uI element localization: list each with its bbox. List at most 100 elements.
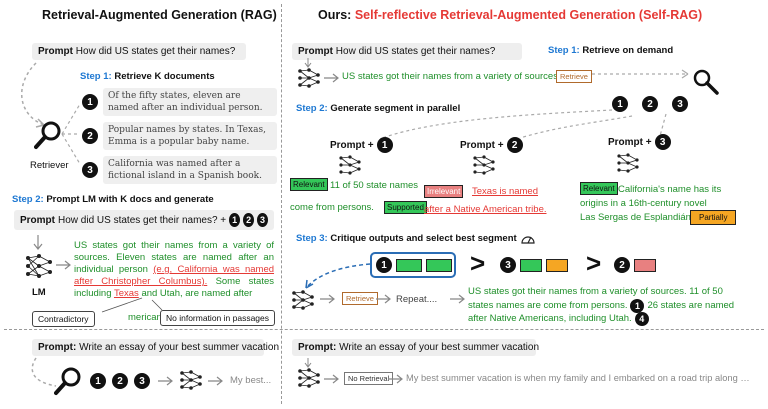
doc-1: Of the fifty states, eleven are named af… [103, 88, 277, 116]
doc-row-1: 1 Of the fifty states, eleven are named … [82, 88, 278, 116]
doc-2: Popular names by states. In Texas, Emma … [103, 122, 277, 150]
sr-magnifier-icon [693, 69, 719, 95]
br-prompt-text: Write an essay of your best summer vacat… [339, 342, 540, 353]
prompt-text: How did US states get their names? [75, 46, 236, 57]
sr-step3-label: Step 3: [296, 233, 328, 244]
doc-row-2: 2 Popular names by states. In Texas, Emm… [82, 122, 278, 150]
lm-network-icon [26, 254, 52, 278]
selfrag-prompt-box: Prompt How did US states get their names… [292, 43, 522, 60]
br-no-retrieval-tag: No Retrieval [344, 372, 394, 385]
sr-col3-head: Prompt + 3 [608, 134, 671, 150]
rank-num-2: 2 [614, 257, 630, 273]
sr-col3-prompt: Prompt + [608, 136, 652, 148]
bl-right-arrow-2 [208, 376, 223, 386]
prompt2-text: How did US states get their names? + [58, 214, 227, 226]
sr-retrieve-arrow [592, 69, 689, 79]
bl-network-icon [180, 370, 202, 390]
retriever-label: Retriever [30, 160, 69, 171]
sr-num-3: 3 [672, 96, 688, 112]
sr-right-arrow-4 [450, 294, 465, 304]
doc-3: California was named after a fictional i… [103, 156, 277, 184]
rank3-green [520, 258, 542, 272]
no-info-tag: No information in passages [160, 310, 276, 326]
sr-col1-network-icon [339, 155, 361, 175]
sr-step3-text: Critique outputs and select best segment [330, 233, 517, 244]
rag-step2: Step 2: Prompt LM with K docs and genera… [12, 194, 214, 205]
bl-num-3: 3 [134, 373, 150, 389]
sr-step2-text: Generate segment in parallel [330, 103, 461, 114]
sr-network-icon-1 [298, 68, 320, 88]
rank-num-3: 3 [500, 257, 516, 273]
br-right-arrow-2 [388, 374, 403, 384]
rag-output-text2: Some states including [74, 276, 275, 299]
ranking-row-2: 3 [500, 257, 568, 273]
sr-final-num-2: 4 [634, 312, 649, 326]
critique-pointers [101, 297, 163, 313]
prompt2-num-1: 1 [229, 213, 241, 227]
bl-num-2: 2 [112, 373, 128, 389]
sr-down-arrow-1 [304, 58, 312, 68]
sr-seg3-text1: California's name has its [618, 184, 722, 195]
down-arrow-icon [33, 235, 43, 250]
sr-seg3-text2: origins in a 16th-century novel [580, 198, 707, 209]
rank3-orange [546, 258, 568, 272]
sr-final4: after Native Americans, including Utah. [468, 313, 632, 324]
sr-seg1-supported-tag: Supported [384, 201, 427, 214]
bl-prompt-text: Write an essay of your best summer vacat… [79, 342, 280, 353]
sr-seg2-text1: Texas is named [472, 186, 539, 197]
gt-sign-1: > [470, 248, 486, 278]
contradictory-tag: Contradictory [32, 311, 95, 327]
bl-prompt-label: Prompt: [38, 342, 77, 353]
prompt2-label: Prompt [20, 214, 55, 226]
bl-magnifier-icon [54, 367, 81, 395]
right-arrow-icon [56, 260, 71, 270]
sr-col2-num: 2 [506, 137, 523, 153]
sr-final2: states names are come from persons. [468, 300, 628, 311]
prompt-label: Prompt [38, 46, 73, 57]
selfrag-title: Ours: Self-reflective Retrieval-Augmente… [318, 8, 702, 22]
step2-label: Step 2: [12, 194, 44, 205]
sr-seg3-relevant-tag: Relevant [580, 182, 618, 195]
selfrag-title-prefix: Ours: [318, 8, 352, 22]
sr-col1-head: Prompt + 1 [330, 137, 393, 153]
selfrag-prompt-text: How did US states get their names? [335, 46, 496, 57]
magnifier-icon [34, 121, 61, 149]
sr-final1: US states got their names from a variety… [468, 286, 723, 297]
sr-network-icon-2 [292, 290, 314, 310]
sr-col2-head: Prompt + 2 [460, 137, 523, 153]
sr-seg3-text3: Las Sergas de Esplandián. [580, 212, 694, 223]
step1-text: Retrieve K documents [114, 71, 215, 82]
sr-seg2-irrelevant-tag: Irrelevant [424, 185, 464, 198]
sr-final-row2: states names are come from persons. 1 26… [468, 299, 734, 313]
sr-seg1-text1: 11 of 50 state names [330, 180, 419, 191]
selfrag-title-short: Self-RAG [643, 8, 698, 22]
rag-output: US states got their names from a variety… [74, 240, 274, 300]
sr-final-num-1: 1 [630, 299, 645, 313]
br-right-arrow-1 [324, 374, 339, 384]
br-prompt-label: Prompt: [298, 342, 337, 353]
best-segment-box [370, 252, 456, 278]
rank1-green-b [426, 258, 452, 272]
bl-dashed-arrow [31, 357, 57, 387]
retriever-to-docs-arrows [61, 103, 81, 165]
sr-col2-network-icon [473, 155, 495, 175]
br-network-icon [298, 368, 320, 388]
ranking-row: 1 [376, 257, 452, 273]
sr-step2-label: Step 2: [296, 103, 328, 114]
selfrag-step3: Step 3: Critique outputs and select best… [296, 233, 517, 244]
selfrag-title-main: Self-reflective Retrieval-Augmented Gene… [354, 8, 644, 22]
retriever-arrow [21, 62, 45, 128]
vertical-divider [281, 4, 282, 404]
lm-label: LM [32, 287, 46, 298]
rank2-red [634, 258, 656, 272]
sr-seg1-text2: come from persons. [290, 202, 374, 213]
sr-seg1-relevant-tag: Relevant [290, 178, 328, 191]
rag-title: Retrieval-Augmented Generation (RAG) [42, 8, 277, 22]
sr-select-arrow [305, 263, 371, 289]
step1-label: Step 1: [80, 71, 112, 82]
br-output: My best summer vacation is when my famil… [406, 373, 750, 383]
selfrag-step1: Step 1: Retrieve on demand [548, 45, 673, 56]
rag-output-red2: Texas [113, 288, 139, 299]
sr-col3-network-icon [617, 153, 639, 173]
sr-nums-row: 1 2 3 [612, 96, 688, 112]
